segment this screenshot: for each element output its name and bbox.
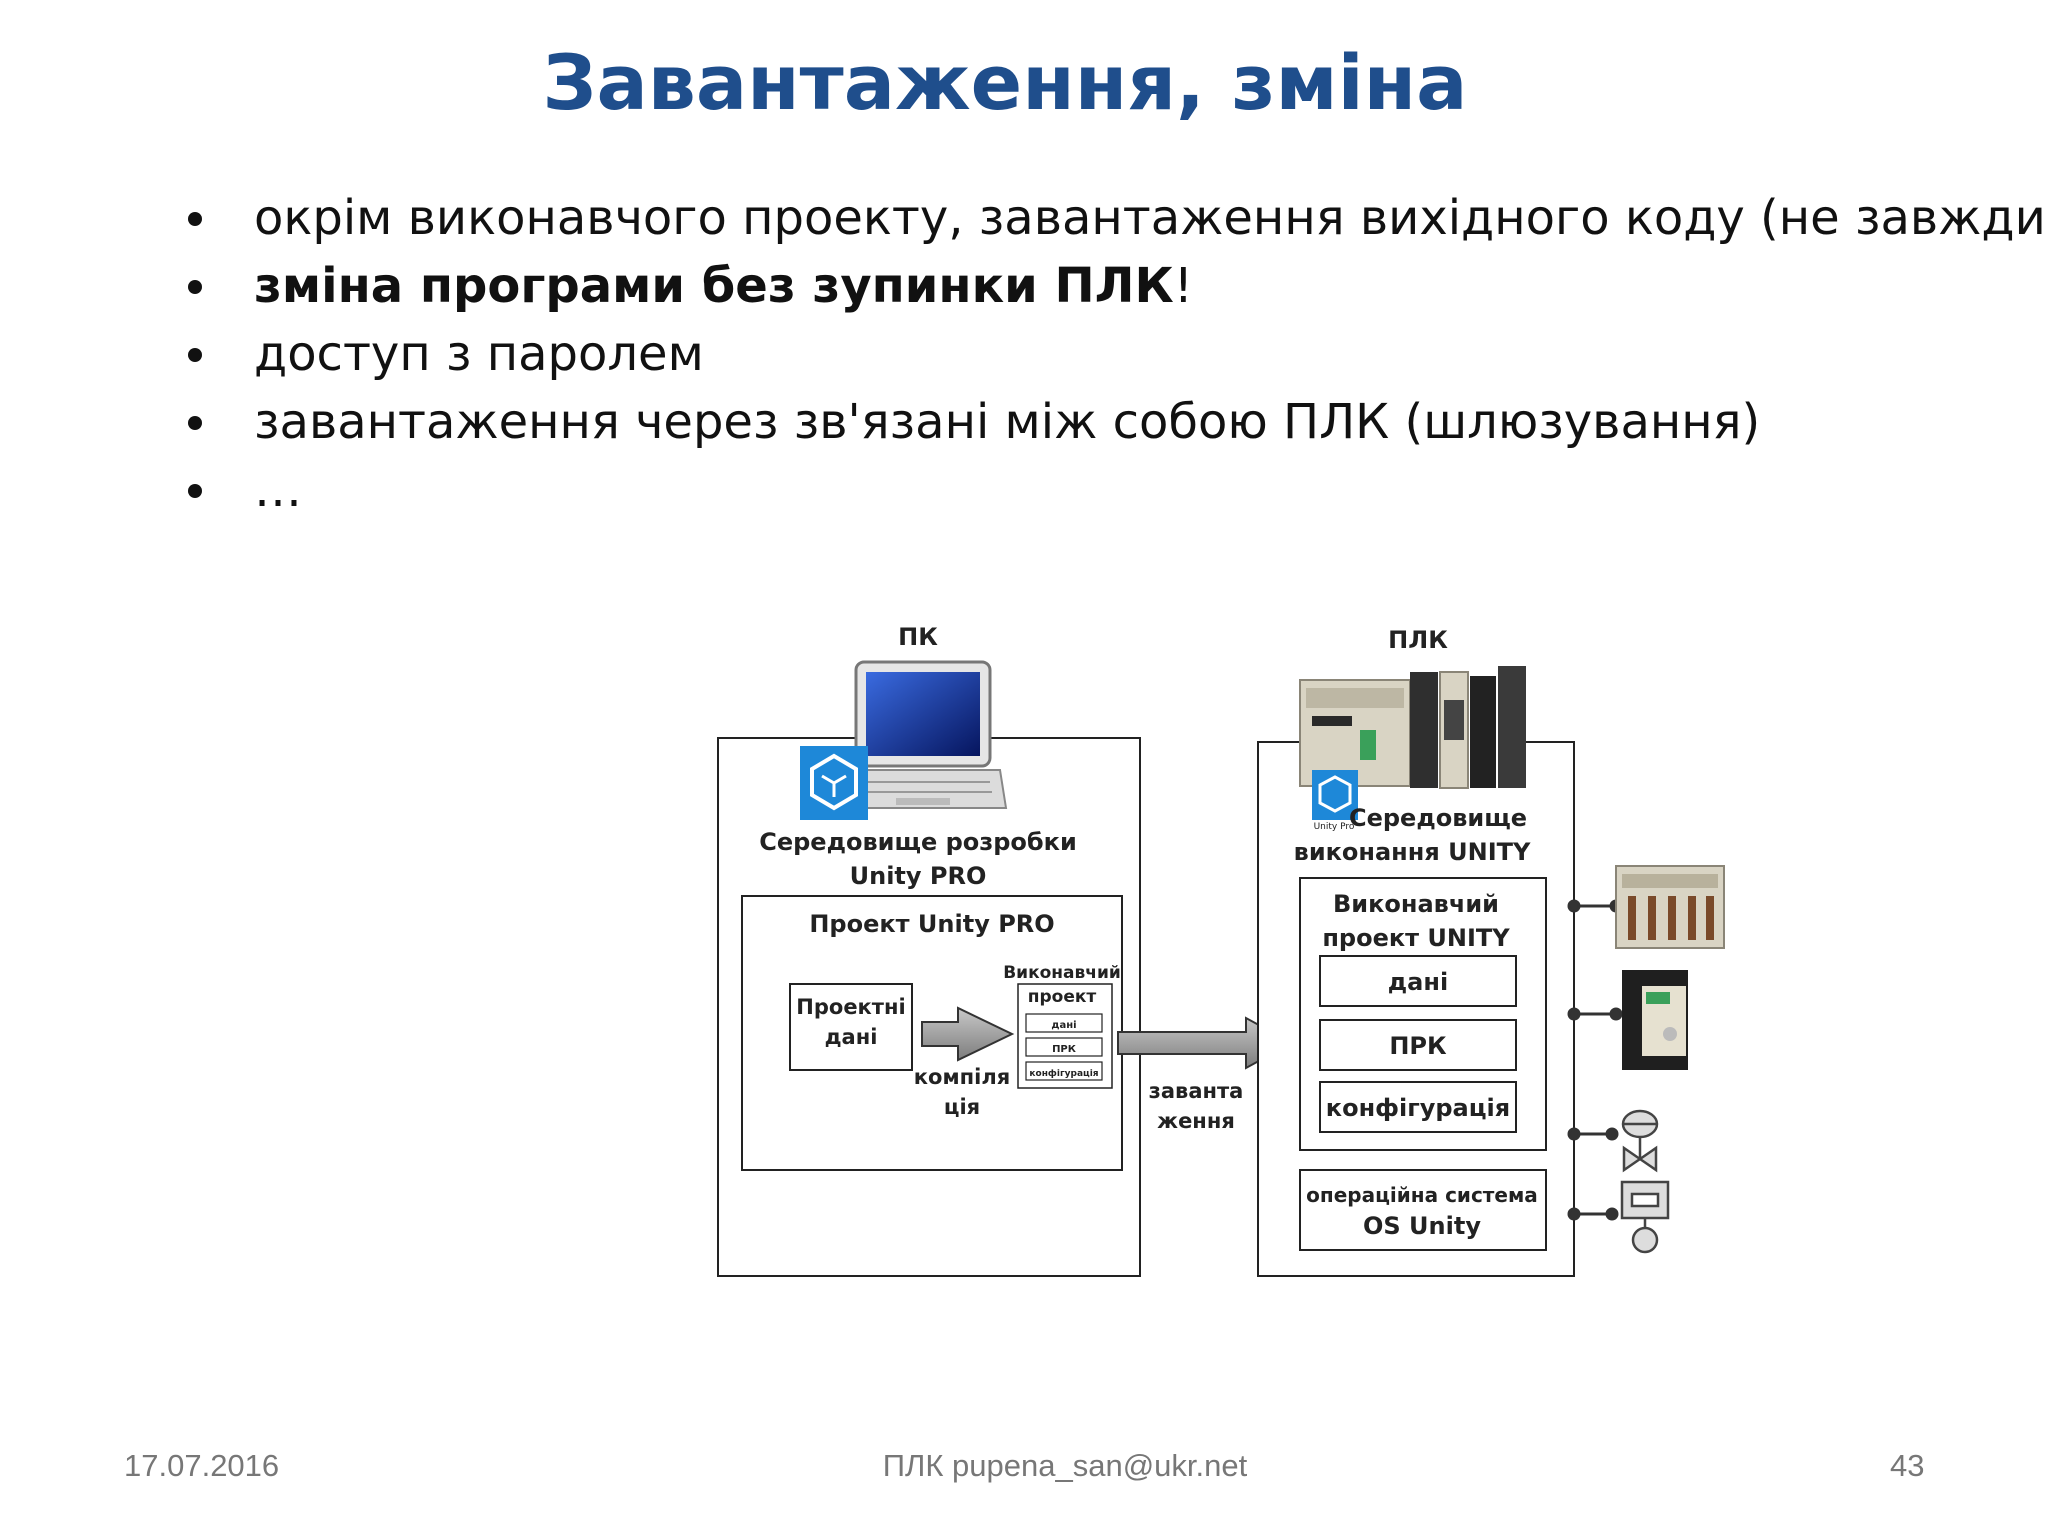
project-title: Проект Unity PRO (809, 910, 1054, 938)
bullet-text: доступ з паролем (254, 326, 704, 382)
bullet-item: доступ з паролем (188, 320, 2008, 388)
project-data-box (789, 983, 913, 1071)
os-label-line2: OS Unity (1363, 1212, 1481, 1240)
io-module-icon (1615, 865, 1725, 949)
compile-label-line2: ція (944, 1095, 980, 1119)
bullet-text: зміна програми без зупинки ПЛК! (254, 252, 1193, 320)
unity-pro-icon (800, 746, 868, 820)
footer-date: 17.07.2016 (124, 1448, 280, 1483)
plc-label: ПЛК (1388, 626, 1448, 654)
compile-label-line1: компіля (914, 1065, 1010, 1089)
valve-icon (1621, 1109, 1659, 1173)
os-label-line1: операційна система (1306, 1183, 1538, 1207)
exec-item: ПРК (1389, 1032, 1447, 1060)
bullet-item: зміна програми без зупинки ПЛК! (188, 252, 2008, 320)
sensor-icon (1620, 1180, 1670, 1254)
bullet-bold-text: зміна програми без зупинки ПЛК (254, 258, 1174, 314)
bullet-dot-icon (188, 484, 202, 498)
exec-item: дані (1388, 968, 1448, 996)
footer-author: ПЛК pupena_san@ukr.net (882, 1448, 1248, 1483)
exec-project-line1: Виконавчий (1333, 890, 1499, 918)
bullet-text: окрім виконавчого проекту, завантаження … (254, 190, 2048, 246)
exec-small-title-line1: Виконавчий (1003, 963, 1121, 983)
bullet-text: … (254, 462, 302, 518)
bullet-dot-icon (188, 416, 202, 430)
project-data-line2: дані (825, 1025, 878, 1049)
dev-env-label-line1: Середовище розробки (759, 828, 1077, 856)
dev-env-label-line2: Unity PRO (850, 862, 987, 890)
project-data-line1: Проектні (796, 995, 905, 1019)
bullet-item: … (188, 456, 2008, 524)
pc-label: ПК (898, 623, 938, 651)
exec-item-box (1319, 1081, 1517, 1133)
exec-small-item: конфігурація (1029, 1068, 1098, 1079)
runtime-label-line2: виконання UNITY (1294, 838, 1531, 866)
exec-item: конфігурація (1326, 1094, 1510, 1122)
exec-small-item-box (1025, 1013, 1103, 1033)
bullet-item: окрім виконавчого проекту, завантаження … (188, 184, 2048, 252)
laptop-icon (838, 660, 1008, 809)
io-connectors (1567, 899, 1623, 1221)
bullet-text: завантаження через зв'язані між собою ПЛ… (254, 394, 1761, 450)
exec-small-item-box (1025, 1037, 1103, 1057)
download-label-line1: заванта (1149, 1079, 1244, 1103)
slide-title: Завантаження, зміна (542, 38, 1468, 127)
exec-item-box (1319, 955, 1517, 1007)
bullet-dot-icon (188, 280, 202, 294)
exec-small-item: дані (1051, 1020, 1076, 1031)
exec-project-line2: проект UNITY (1322, 924, 1510, 952)
exec-small-item: ПРК (1052, 1044, 1077, 1055)
unity-icon-caption: Unity Pro (1314, 822, 1355, 832)
bullet-dot-icon (188, 348, 202, 362)
drive-icon (1622, 970, 1688, 1070)
footer-page-number: 43 (1890, 1448, 1925, 1483)
exec-item-box (1319, 1019, 1517, 1071)
exec-small-title-line2: проект (1028, 987, 1097, 1007)
runtime-label-line1: Середовище (1349, 804, 1527, 832)
bullet-item: завантаження через зв'язані між собою ПЛ… (188, 388, 2008, 456)
bullet-suffix: ! (1173, 258, 1194, 314)
bullet-list: окрім виконавчого проекту, завантаження … (188, 184, 2048, 524)
bullet-dot-icon (188, 212, 202, 226)
exec-small-item-box (1025, 1061, 1103, 1081)
download-label-line2: ження (1157, 1109, 1235, 1133)
unity-runtime-icon (1312, 770, 1358, 820)
compile-arrow (921, 1006, 1015, 1062)
os-box (1299, 1169, 1547, 1251)
